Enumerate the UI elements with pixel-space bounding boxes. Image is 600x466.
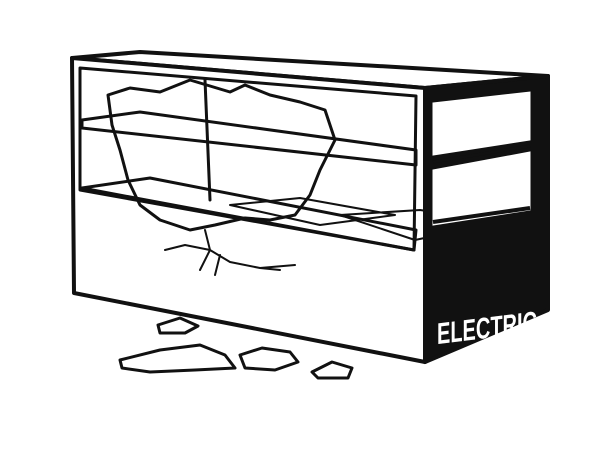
crack-lines xyxy=(164,229,296,276)
sign-line-2: OUTLET xyxy=(443,347,531,391)
glass-shard xyxy=(156,316,200,335)
side-window-upper xyxy=(432,91,531,156)
glass-shard xyxy=(310,360,354,380)
glass-shard xyxy=(118,343,237,374)
broken-glass-hole xyxy=(106,78,337,232)
back-post xyxy=(203,78,212,202)
side-shelf xyxy=(432,144,531,164)
glass-shard xyxy=(238,346,300,372)
tray xyxy=(229,197,396,226)
side-tray xyxy=(432,206,531,224)
upper-shelf xyxy=(80,110,418,167)
